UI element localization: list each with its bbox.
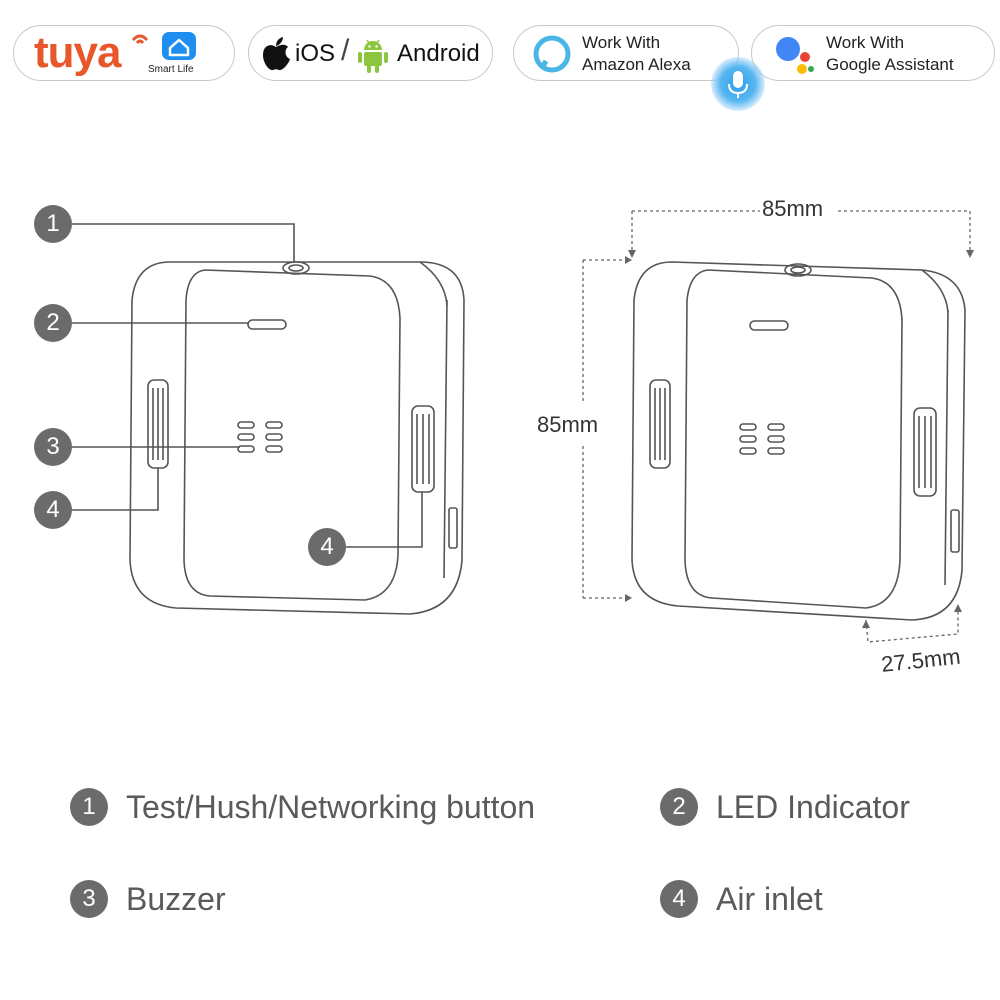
legend-item-4: 4 Air inlet [660, 880, 823, 918]
tuya-wordmark: tuya [34, 28, 121, 77]
callout-4-left: 4 [34, 491, 72, 529]
buzzer-holes-left [237, 421, 283, 453]
alexa-icon [533, 35, 571, 73]
microphone-icon [711, 57, 765, 111]
platform-separator: / [341, 34, 350, 67]
dimension-arrows [625, 250, 974, 628]
legend-number-2: 2 [660, 788, 698, 826]
legend-label-1: Test/Hush/Networking button [126, 788, 536, 825]
legend-item-2: 2 LED Indicator [660, 788, 910, 826]
amazon-alexa-badge: Work With Amazon Alexa [513, 25, 739, 81]
android-label: Android [397, 40, 480, 67]
smart-life-label: Smart Life [148, 64, 194, 75]
legend-number-1: 1 [70, 788, 108, 826]
ios-android-badge: iOS / Android [248, 25, 493, 81]
wifi-wave-icon [131, 34, 149, 44]
android-icon [358, 39, 388, 73]
leader-lines [72, 223, 423, 548]
ios-label: iOS [295, 40, 336, 67]
device-left [129, 261, 465, 615]
callout-1: 1 [34, 205, 72, 243]
legend-label-2: LED Indicator [716, 788, 910, 825]
buzzer-holes-right [739, 423, 785, 455]
tuya-smart-life-badge: tuya Smart Life [13, 25, 235, 81]
smart-life-app-icon [162, 32, 196, 60]
legend-number-4: 4 [660, 880, 698, 918]
device-right [631, 261, 966, 621]
height-dimension-label: 85mm [537, 412, 599, 437]
legend-label-4: Air inlet [716, 880, 823, 917]
google-line2: Google Assistant [826, 55, 954, 74]
alexa-line2: Amazon Alexa [582, 55, 691, 74]
callout-4-right: 4 [308, 528, 346, 566]
legend-number-3: 3 [70, 880, 108, 918]
callout-2: 2 [34, 304, 72, 342]
width-dimension-label: 85mm [762, 196, 824, 221]
legend-label-3: Buzzer [126, 880, 226, 917]
callout-3: 3 [34, 428, 72, 466]
alexa-line1: Work With [582, 33, 661, 52]
google-assistant-badge: Work With Google Assistant [751, 25, 995, 81]
dimension-lines [582, 210, 971, 643]
tuya-logo: tuya [34, 28, 149, 78]
apple-icon [263, 37, 290, 71]
google-assistant-icon [776, 37, 814, 74]
google-line1: Work With [826, 33, 905, 52]
legend-item-3: 3 Buzzer [70, 880, 226, 918]
legend-item-1: 1 Test/Hush/Networking button [70, 788, 535, 826]
